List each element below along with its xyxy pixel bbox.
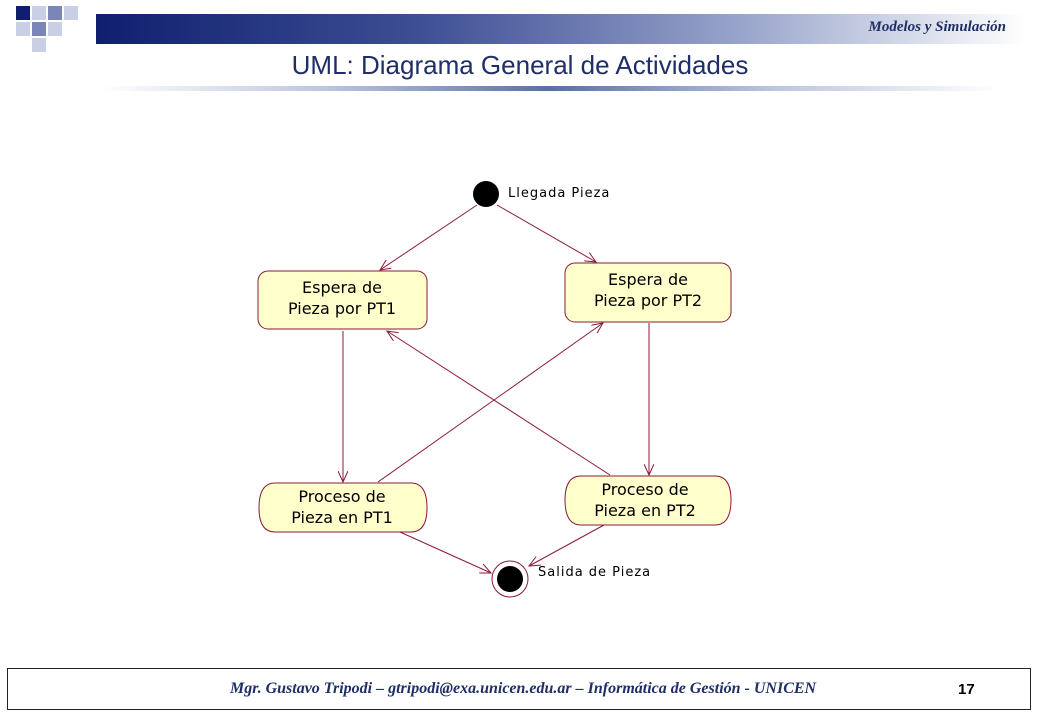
transition-arrow xyxy=(399,531,491,573)
transition-arrow xyxy=(496,204,596,262)
corner-square xyxy=(32,6,46,20)
footer-author: Mgr. Gustavo Tripodi – gtripodi@exa.unic… xyxy=(230,680,817,697)
state-label: Espera de xyxy=(302,278,382,297)
state-espera-pt2: Espera de Pieza por PT2 xyxy=(564,262,732,323)
footer-frame xyxy=(7,668,1031,710)
corner-square xyxy=(32,38,46,52)
corner-square xyxy=(16,22,30,36)
state-label: Espera de xyxy=(608,270,688,289)
corner-square xyxy=(64,6,78,20)
header-band xyxy=(96,14,1026,44)
corner-square xyxy=(48,22,62,36)
state-label: Pieza por PT2 xyxy=(594,291,702,310)
final-node-label: Salida de Pieza xyxy=(538,565,651,580)
initial-node-label: Llegada Pieza xyxy=(508,186,610,201)
course-subject: Modelos y Simulación xyxy=(868,19,1006,35)
initial-node xyxy=(473,181,499,207)
transition-arrow xyxy=(380,204,478,270)
activity-proceso-pt1: Proceso de Pieza en PT1 xyxy=(258,482,428,533)
corner-square xyxy=(48,6,62,20)
activity-proceso-pt2: Proceso de Pieza en PT2 xyxy=(564,475,732,526)
activity-label: Pieza en PT2 xyxy=(594,501,696,520)
title-underline xyxy=(100,86,1000,91)
slide-title: UML: Diagrama General de Actividades xyxy=(291,50,749,80)
final-node xyxy=(497,566,523,592)
transition-arrow xyxy=(529,524,605,566)
state-label: Pieza por PT1 xyxy=(288,299,396,318)
transition-arrow xyxy=(377,323,603,483)
state-espera-pt1: Espera de Pieza por PT1 xyxy=(257,270,428,330)
corner-square xyxy=(16,6,30,20)
activity-label: Proceso de xyxy=(298,487,385,506)
activity-label: Proceso de xyxy=(601,480,688,499)
page-number: 17 xyxy=(958,681,975,698)
corner-square xyxy=(32,22,46,36)
transition-arrow xyxy=(387,331,611,476)
activity-label: Pieza en PT1 xyxy=(291,508,393,527)
